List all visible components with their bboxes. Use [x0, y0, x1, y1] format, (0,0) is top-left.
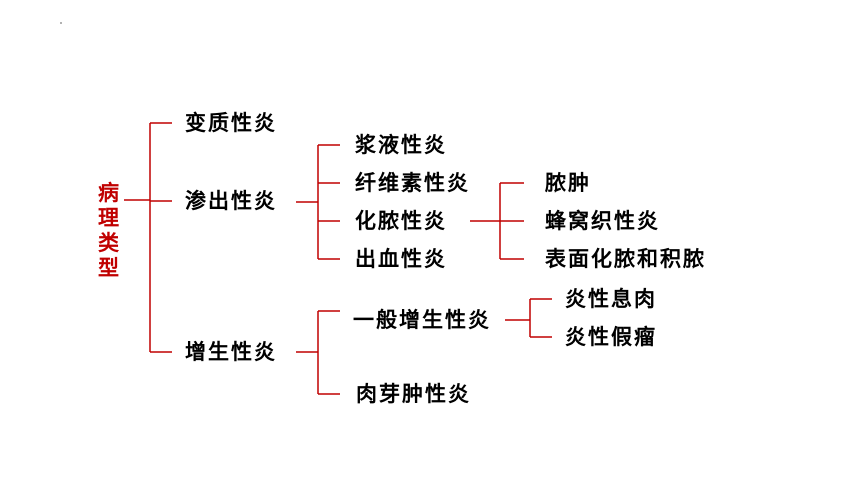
node-phlegmonous: 蜂窝织性炎: [545, 208, 660, 233]
corner-dot: [60, 22, 62, 24]
node-empyema: 表面化脓和积脓: [545, 246, 706, 271]
node-general: 一般增生性炎: [353, 307, 491, 332]
node-polyp: 炎性息肉: [565, 286, 657, 311]
node-proliferative: 增生性炎: [185, 339, 277, 364]
node-alterative: 变质性炎: [185, 110, 277, 135]
node-granulation: 肉芽肿性炎: [356, 381, 471, 406]
root-label: 病理类型: [98, 180, 119, 280]
node-suppurative: 化脓性炎: [355, 208, 447, 233]
node-fibrinous: 纤维素性炎: [355, 170, 470, 195]
node-abscess: 脓肿: [545, 170, 591, 195]
node-pseudotumor: 炎性假瘤: [565, 324, 657, 349]
node-exudative: 渗出性炎: [185, 188, 277, 213]
node-serous: 浆液性炎: [355, 132, 447, 157]
node-hemorrhagic: 出血性炎: [355, 246, 447, 271]
